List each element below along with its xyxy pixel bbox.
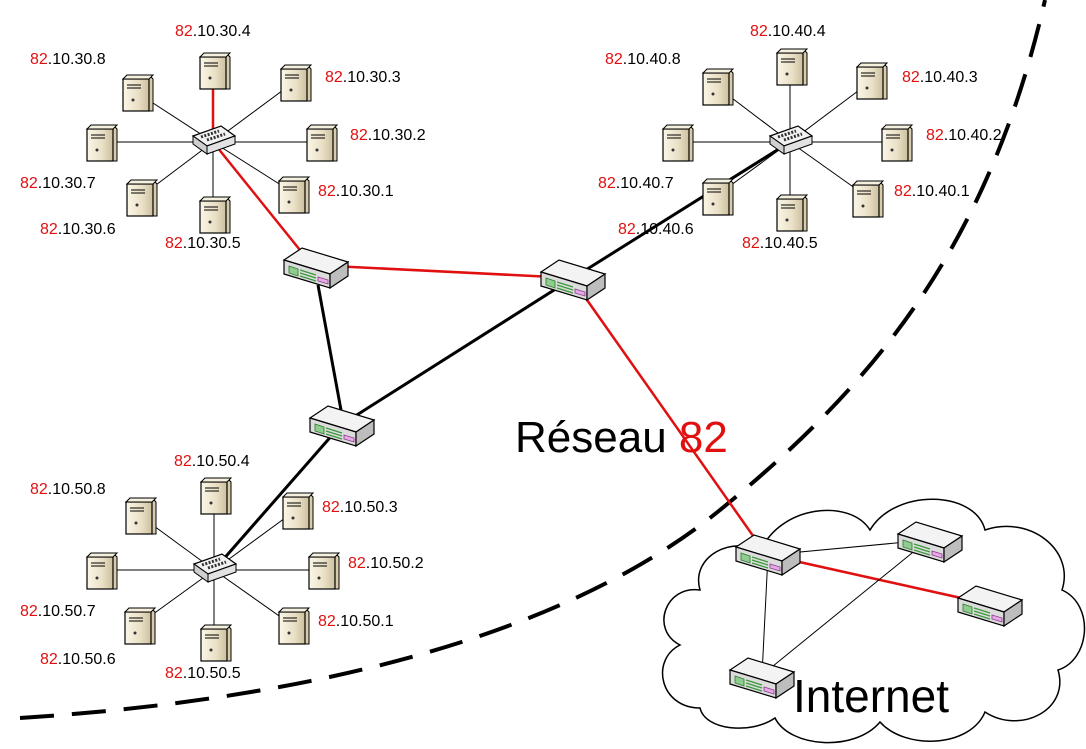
server-icon — [308, 552, 340, 590]
server-icon — [662, 124, 694, 162]
host-label: 82.10.40.7 — [598, 175, 674, 192]
server-icon — [200, 477, 232, 515]
router-icon — [309, 405, 375, 447]
host-label: 82.10.40.1 — [894, 183, 970, 200]
host-label: 82.10.40.4 — [750, 23, 826, 40]
host-label: 82.10.30.2 — [350, 127, 426, 144]
cloud-label: Internet — [793, 670, 949, 722]
server-icon — [124, 607, 156, 645]
server-icon — [86, 552, 118, 590]
server-icon — [856, 62, 888, 100]
host-label: 82.10.50.1 — [318, 613, 394, 630]
server-icon — [776, 194, 808, 232]
server-icon — [126, 179, 158, 217]
host-label: 82.10.50.7 — [20, 603, 96, 620]
host-label: 82.10.50.2 — [348, 555, 424, 572]
server-icon — [702, 178, 734, 216]
server-icon — [122, 74, 154, 112]
host-label: 82.10.40.2 — [926, 127, 1002, 144]
server-icon — [306, 124, 338, 162]
server-icon — [200, 624, 232, 662]
host-label: 82.10.30.5 — [165, 235, 241, 252]
host-label: 82.10.30.1 — [318, 183, 394, 200]
server-icon — [199, 196, 231, 234]
network-boundary — [19, 0, 1047, 720]
host-label: 82.10.30.7 — [20, 175, 96, 192]
server-icon — [278, 607, 310, 645]
host-label: 82.10.40.6 — [618, 221, 694, 238]
host-label: 82.10.30.8 — [30, 51, 106, 68]
server-icon — [881, 124, 913, 162]
router-icon — [283, 247, 349, 289]
server-icon — [852, 180, 884, 218]
server-icon — [702, 68, 734, 106]
host-label: 82.10.50.5 — [165, 665, 241, 682]
host-label: 82.10.30.3 — [325, 69, 401, 86]
server-icon — [282, 492, 314, 530]
host-label: 82.10.30.6 — [40, 221, 116, 238]
server-icon — [776, 48, 808, 86]
server-icon — [125, 497, 157, 535]
server-icon — [278, 176, 310, 214]
router-icon — [540, 259, 606, 301]
host-label: 82.10.40.8 — [605, 51, 681, 68]
host-label: 82.10.50.3 — [322, 499, 398, 516]
host-label: 82.10.50.4 — [174, 453, 250, 470]
server-icon — [199, 52, 231, 90]
host-label: 82.10.50.6 — [40, 651, 116, 668]
host-label: 82.10.30.4 — [175, 23, 251, 40]
server-icon — [86, 124, 118, 162]
host-label: 82.10.50.8 — [30, 481, 106, 498]
host-label: 82.10.40.3 — [902, 69, 978, 86]
network-title: Réseau 82 — [515, 413, 728, 462]
host-label: 82.10.40.5 — [742, 235, 818, 252]
server-icon — [280, 64, 312, 102]
